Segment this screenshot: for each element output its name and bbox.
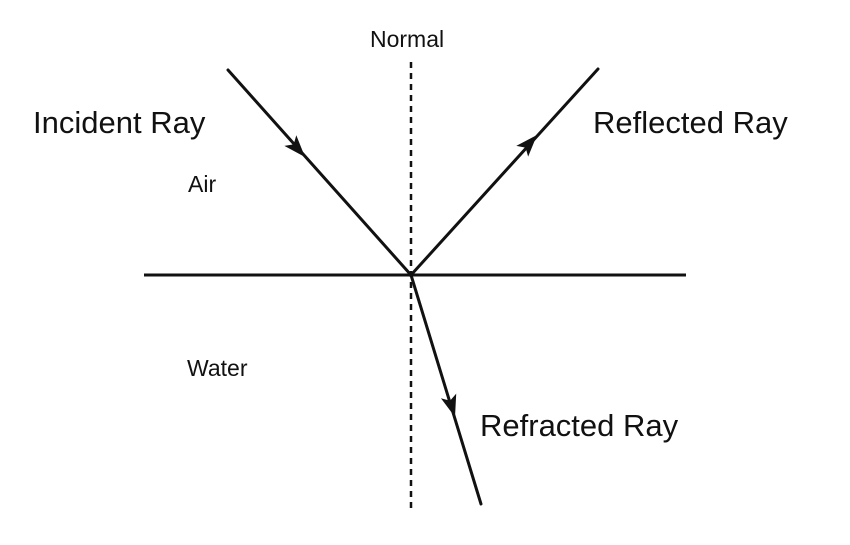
air-label: Air [188,171,216,197]
refracted-ray-label: Refracted Ray [480,408,679,443]
reflected-ray-label: Reflected Ray [593,105,788,140]
incident-ray [226,68,413,277]
incident-ray-label: Incident Ray [33,105,206,140]
normal-label: Normal [370,26,444,52]
reflected-arrowhead [516,135,537,157]
refracted-arrowhead [440,393,457,417]
reflected-ray [409,67,600,277]
refracted-ray [409,273,483,506]
incident-arrowhead [284,135,305,157]
water-label: Water [187,355,248,381]
